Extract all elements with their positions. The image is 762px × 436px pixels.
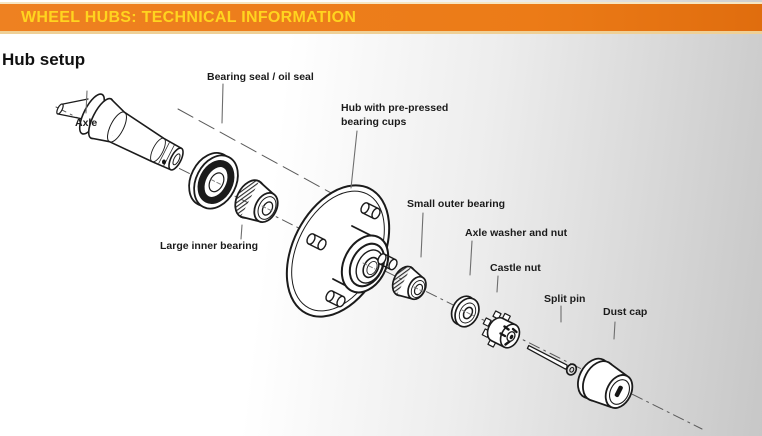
assembly-guide-line xyxy=(177,108,334,195)
wheel-stud xyxy=(325,290,346,308)
wheel-stud xyxy=(306,233,327,251)
label-hub-line1: Hub with pre-pressed xyxy=(341,102,448,114)
section-subtitle: Hub setup xyxy=(2,50,86,69)
wheel-stud xyxy=(377,253,398,271)
wheel-stud xyxy=(360,202,381,220)
label-castle-nut: Castle nut xyxy=(490,262,541,274)
large-inner-bearing-drawing xyxy=(234,179,279,224)
leader-axle-washer-and-nut xyxy=(469,240,473,276)
axle-washer-drawing xyxy=(450,295,480,328)
dust-cap-drawing xyxy=(577,357,634,409)
label-split-pin: Split pin xyxy=(544,293,585,305)
label-hub-line2: bearing cups xyxy=(341,116,407,128)
leader-castle-nut xyxy=(496,275,499,293)
label-axle-washer-and-nut: Axle washer and nut xyxy=(465,227,568,239)
bearing-seal-drawing xyxy=(188,152,239,210)
axle-drawing xyxy=(56,93,184,171)
label-small-outer-bearing: Small outer bearing xyxy=(407,198,505,210)
leader-axle xyxy=(85,90,88,114)
label-dust-cap: Dust cap xyxy=(603,306,647,318)
header-bar: WHEEL HUBS: TECHNICAL INFORMATION xyxy=(0,2,762,34)
leader-lines xyxy=(85,83,616,340)
label-axle: Axle xyxy=(75,117,97,129)
leader-bearing-seal xyxy=(221,83,224,124)
castle-nut-drawing xyxy=(481,310,521,349)
leader-large-inner-bearing xyxy=(240,224,243,240)
label-bearing-seal: Bearing seal / oil seal xyxy=(207,71,314,83)
leader-small-outer-bearing xyxy=(420,212,424,258)
hub-drawing xyxy=(285,184,398,318)
leader-dust-cap xyxy=(613,321,616,340)
page-title: WHEEL HUBS: TECHNICAL INFORMATION xyxy=(21,8,357,26)
label-large-inner-bearing: Large inner bearing xyxy=(160,240,258,252)
leader-hub xyxy=(350,130,358,189)
small-outer-bearing-drawing xyxy=(391,265,427,301)
split-pin-drawing xyxy=(526,344,578,376)
